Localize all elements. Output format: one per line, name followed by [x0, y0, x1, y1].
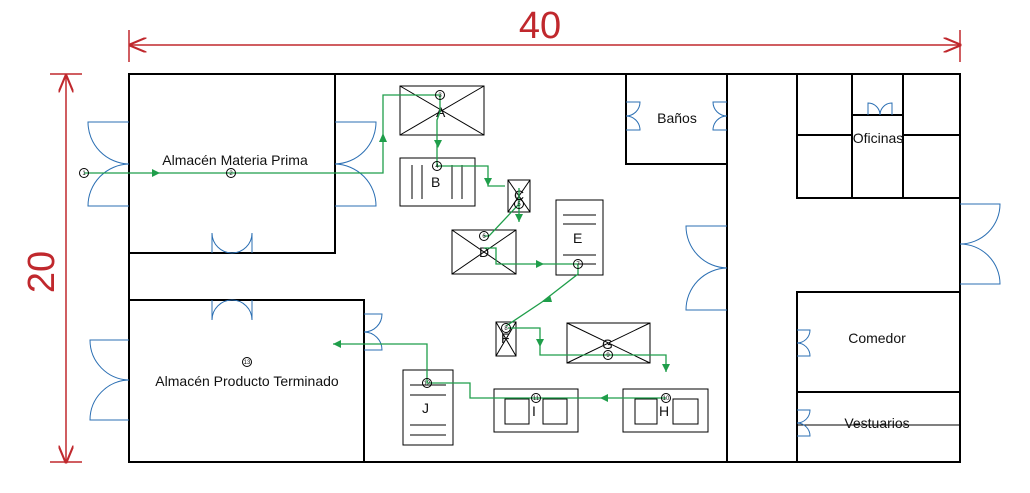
step-markers: 1 2 3 4 5 6 7 8 9 10 11 12 13	[79, 90, 671, 403]
width-value: 40	[519, 5, 561, 47]
finished-goods-label: Almacén Producto Terminado	[155, 373, 339, 389]
lockers-label: Vestuarios	[844, 415, 909, 431]
station-e-label: E	[573, 230, 582, 246]
height-value: 20	[21, 251, 63, 293]
dining-room	[796, 291, 961, 463]
flow-arrow-2	[379, 133, 387, 142]
station-a: A	[399, 85, 485, 136]
flow-arrow-6	[536, 260, 544, 268]
station-b-label: B	[431, 174, 440, 190]
step-13: 13	[244, 360, 251, 366]
flow-arrow-1	[152, 169, 160, 177]
station-d: D	[451, 229, 517, 275]
station-i: I	[493, 388, 579, 433]
station-a-label: A	[436, 104, 446, 120]
step-7: 7	[576, 262, 580, 268]
step-11: 11	[533, 396, 540, 402]
station-j-label: J	[422, 400, 429, 416]
step-5: 5	[517, 202, 521, 208]
flow-arrow-11	[333, 340, 341, 348]
flow-arrow-3	[434, 140, 442, 148]
step-1: 1	[82, 171, 86, 177]
doors	[87, 101, 1001, 437]
flow-arrow-9	[662, 364, 670, 372]
dimension-width: 40	[128, 5, 960, 62]
flow-arrow-4	[484, 178, 492, 186]
station-f-label: F	[501, 330, 510, 346]
finished-goods-room	[128, 299, 365, 463]
flow-arrow-8	[536, 339, 544, 347]
step-12: 12	[424, 381, 431, 387]
offices-label: Oficinas	[853, 130, 904, 146]
station-b: B	[399, 157, 476, 207]
bathrooms-label: Baños	[657, 110, 697, 126]
station-j: J	[402, 369, 454, 446]
step-8: 8	[504, 326, 508, 332]
flow-arrow-5	[515, 214, 523, 222]
raw-material-label: Almacén Materia Prima	[162, 152, 308, 168]
step-10: 10	[663, 396, 670, 402]
step-3: 3	[438, 93, 442, 99]
step-4: 4	[435, 164, 439, 170]
station-g-label: G	[602, 336, 613, 352]
dining-label: Comedor	[848, 330, 906, 346]
process-flow	[84, 94, 670, 402]
flow-arrow-7	[542, 295, 552, 302]
dimension-height: 20	[21, 73, 82, 462]
station-g: G	[566, 322, 651, 364]
station-h-label: H	[659, 403, 669, 419]
station-e: E	[555, 199, 604, 276]
flow-arrow-10	[600, 394, 608, 402]
station-d-label: D	[479, 244, 489, 260]
step-9: 9	[606, 353, 610, 359]
offices-block	[796, 73, 961, 199]
building-outline	[128, 73, 961, 463]
step-2: 2	[229, 171, 233, 177]
station-h: H	[622, 388, 709, 433]
station-i-label: I	[532, 403, 536, 419]
step-6: 6	[482, 234, 486, 240]
